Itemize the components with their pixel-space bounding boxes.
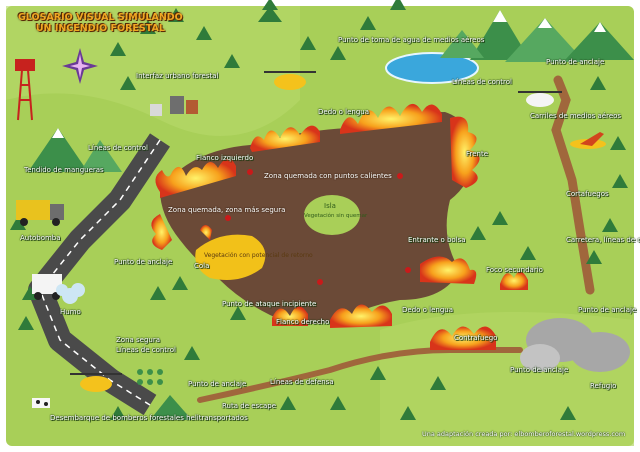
trees xyxy=(10,0,628,420)
label-control-lines-mid: Líneas de control xyxy=(116,346,176,354)
title-line-2: UN INCENDIO FORESTAL xyxy=(35,23,165,34)
smoke xyxy=(56,283,85,304)
helicopter-right xyxy=(518,91,562,107)
title-line-1: GLOSARIO VISUAL SIMULANDO xyxy=(18,12,183,23)
label-island-sub: Vegetación sin quemar xyxy=(304,213,368,219)
label-heli-drop: Desembarque de bomberos forestales helit… xyxy=(50,414,248,422)
label-control-lines-top: Líneas de control xyxy=(452,78,512,86)
helicopter-bottom xyxy=(70,373,122,392)
label-escape-route: Ruta de escape xyxy=(222,402,277,410)
refuge-rocks xyxy=(520,318,630,372)
label-defense-lines: Líneas de defensa xyxy=(270,378,334,386)
label-finger-top: Dedo o lengua xyxy=(318,108,370,116)
cow xyxy=(32,398,50,408)
label-fire-engine: Autobomba xyxy=(20,234,61,242)
label-control-lines-left: Líneas de control xyxy=(88,144,148,152)
label-right-flank: Flanco derecho xyxy=(276,318,330,326)
plane-right xyxy=(570,132,606,149)
hot-spots xyxy=(225,169,411,285)
label-pocket: Entrante o bolsa xyxy=(408,236,466,244)
compass-rose xyxy=(62,48,98,84)
label-finger-bottom: Dedo o lengua xyxy=(402,306,454,314)
credit-line: Una adaptación creada por: elbomberofore… xyxy=(422,430,626,438)
return-fuel-zone xyxy=(195,234,266,281)
label-left-flank: Flanco izquierdo xyxy=(196,154,254,162)
label-front: Frente xyxy=(466,150,489,158)
watch-tower xyxy=(15,59,35,121)
label-anchor-top-right: Punto de anclaje xyxy=(546,58,605,66)
fire-truck xyxy=(16,200,64,226)
label-urban-interface: Interfaz urbano forestal xyxy=(136,72,219,80)
light-grass-patches xyxy=(6,6,300,136)
label-anchor-bottom: Punto de anclaje xyxy=(188,380,247,388)
houses xyxy=(150,96,198,116)
label-road-control: Carretera, líneas de control xyxy=(566,236,640,244)
label-refuge: Refugio xyxy=(590,382,617,390)
label-air-lanes: Carriles de medios aéreos xyxy=(530,112,622,120)
crop-field xyxy=(137,369,163,385)
label-burnt-zone: Zona quemada con puntos calientes xyxy=(264,172,392,180)
lake xyxy=(385,52,479,84)
label-anchor-left: Punto de anclaje xyxy=(114,258,173,266)
fire-perimeter xyxy=(151,103,528,350)
label-safe-zone: Zona segura xyxy=(116,336,161,344)
label-burnt-safe-zone: Zona quemada, zona más segura xyxy=(168,206,286,214)
label-attack-point: Punto de ataque incipiente xyxy=(222,300,317,308)
label-smoke: Humo xyxy=(60,308,81,316)
label-hose-lay: Tendido de mangueras xyxy=(24,166,104,174)
mountains xyxy=(28,10,634,420)
escape-route xyxy=(197,347,523,403)
label-anchor-far-right: Punto de anclaje xyxy=(578,306,637,314)
label-anchor-bottom-right: Punto de anclaje xyxy=(510,366,569,374)
label-backfire: Contrafuego xyxy=(454,334,498,342)
helicopter-top xyxy=(264,71,316,90)
label-island: Isla xyxy=(324,202,336,210)
dirt-track xyxy=(551,75,595,295)
label-tail: Cola xyxy=(194,262,210,270)
label-return-fuel: Vegetación con potencial de retorno xyxy=(204,252,313,259)
label-firebreak-right: Cortafuegos xyxy=(566,190,609,198)
map-title: GLOSARIO VISUAL SIMULANDO UN INCENDIO FO… xyxy=(18,12,183,34)
white-truck xyxy=(32,274,62,300)
label-spot-fire: Foco secundario xyxy=(486,266,543,274)
unburnt-island xyxy=(304,195,360,235)
label-water-intake: Punto de toma de agua de medios aéreos xyxy=(338,36,485,44)
